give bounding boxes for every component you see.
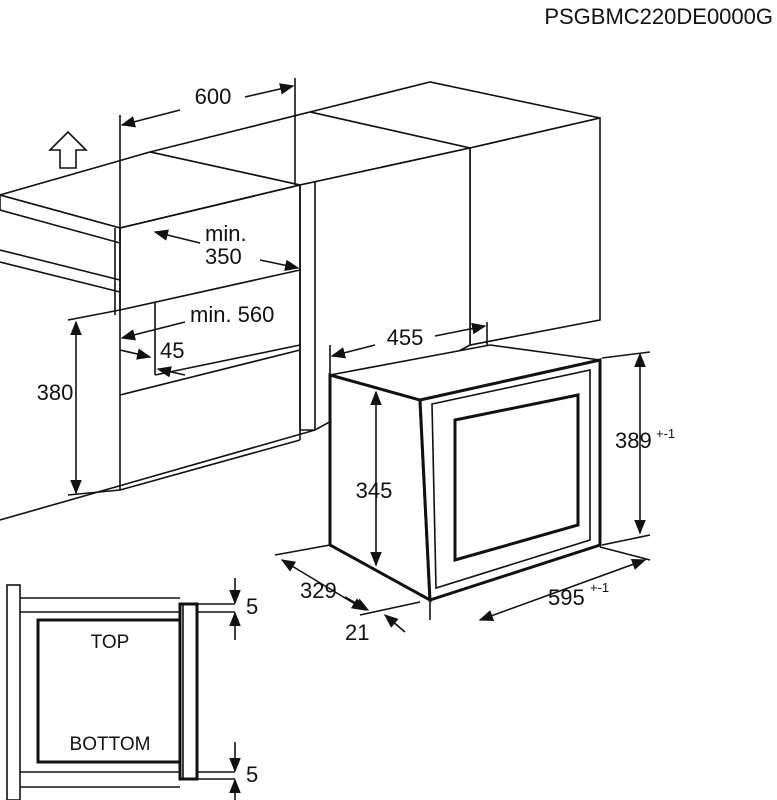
model-code: PSGBMC220DE0000G <box>544 4 773 29</box>
dim-595-tolerance: +-1 <box>590 580 609 595</box>
dim-329: 329 <box>300 578 337 603</box>
dim-345: 345 <box>356 478 393 503</box>
side-detail <box>6 578 241 800</box>
top-label: TOP <box>91 632 130 653</box>
dim-600: 600 <box>195 84 232 109</box>
dim-21: 21 <box>345 620 369 645</box>
dim-595: 595 <box>548 585 585 610</box>
microwave <box>328 344 602 603</box>
dim-45: 45 <box>160 338 184 363</box>
microwave-window <box>453 393 580 562</box>
dim-min-560: min. 560 <box>190 302 274 327</box>
gap-top: 5 <box>246 594 258 619</box>
dim-350: 350 <box>205 244 242 269</box>
up-arrow-icon <box>48 130 88 169</box>
dim-389-tolerance: +-1 <box>656 426 675 441</box>
bottom-label: BOTTOM <box>70 734 151 755</box>
dim-389: 389 <box>615 428 652 453</box>
dim-min-label: min. <box>205 221 247 246</box>
gap-bottom: 5 <box>246 762 258 787</box>
dim-380: 380 <box>37 380 74 405</box>
dim-455: 455 <box>387 325 424 350</box>
cabinet-niche <box>0 151 316 521</box>
